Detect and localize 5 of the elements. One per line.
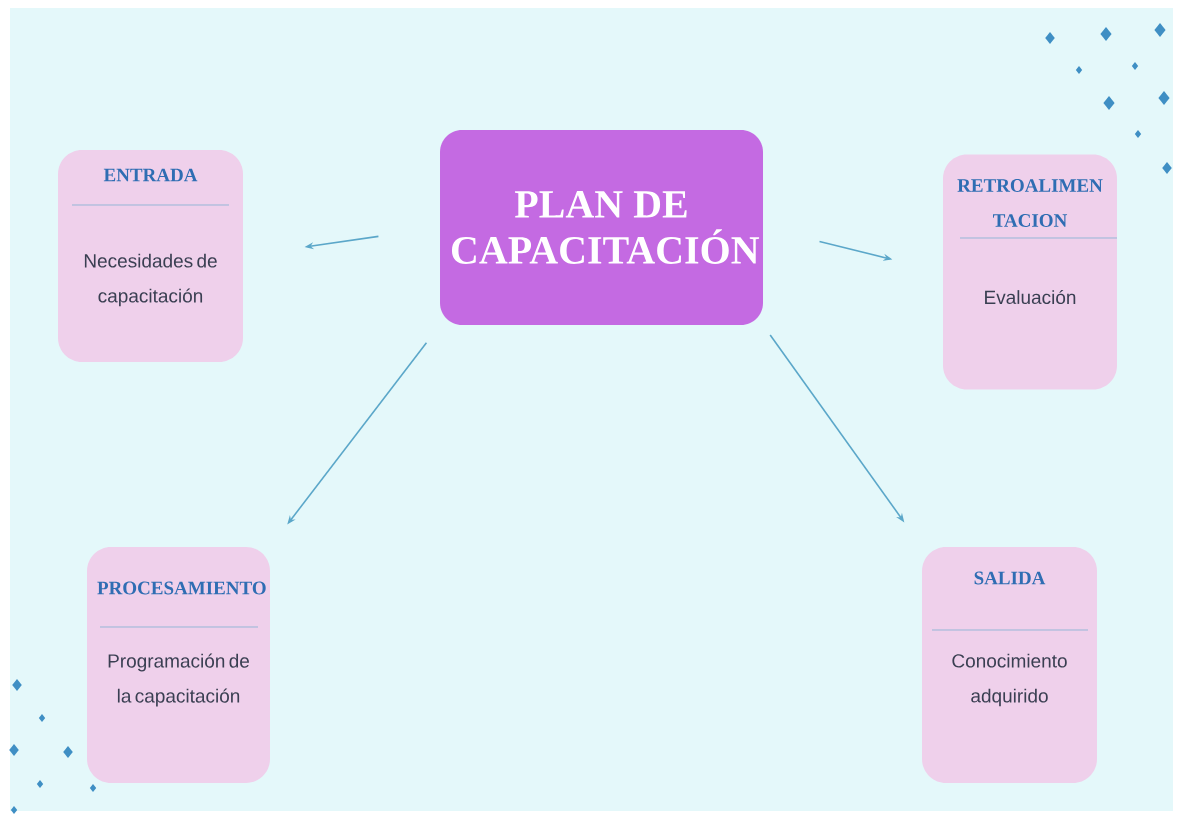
title-box: PLAN DE CAPACITACIÓN: [440, 130, 763, 325]
card: ENTRADA Necesidades de capacitación: [58, 150, 243, 362]
card: SALIDA Conocimiento adquirido: [922, 547, 1097, 783]
card: PROCESAMIENTO Programación de la capacitación: [87, 547, 270, 783]
card: RETROALIMEN TACION Evaluación: [943, 154, 1118, 390]
